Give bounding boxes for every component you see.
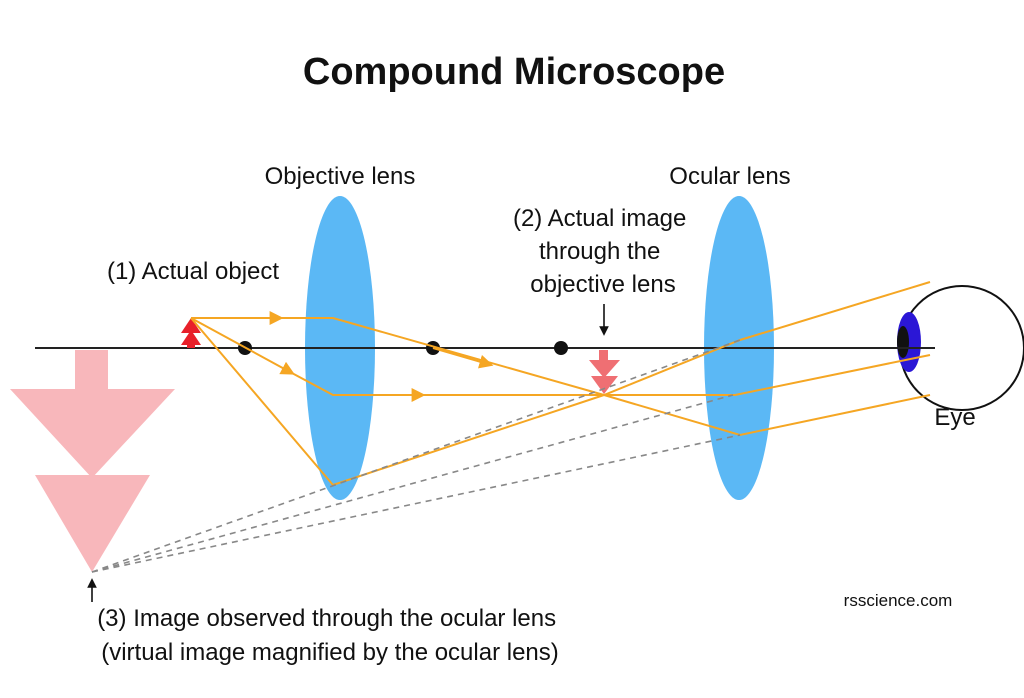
virtual-image-label-line-2: (virtual image magnified by the ocular l… [101,639,559,666]
actual-image-label: (2) Actual image through the objective l… [513,205,693,298]
virtual-image-label: (3) Image observed through the ocular le… [97,605,563,666]
focal-point [554,341,568,355]
virtual-image-arrow [10,350,175,572]
object-arrow [181,318,201,348]
ocular-lens-label: Ocular lens [669,163,790,190]
credit-text: rsscience.com [844,591,953,610]
real-image-arrow [589,350,620,394]
objective-lens-label: Objective lens [265,163,416,190]
pupil [897,326,909,358]
actual-image-label-line-1: (2) Actual image [513,205,686,232]
actual-image-label-line-2: through the [539,238,660,265]
eye-label: Eye [934,404,975,431]
diagram-title: Compound Microscope [303,51,725,93]
virtual-image-label-line-1: (3) Image observed through the ocular le… [97,605,556,632]
virtual-rays [91,339,741,573]
objective-rays [190,281,931,487]
actual-object-label: (1) Actual object [107,258,279,285]
ray-direction-arrow [432,347,494,369]
actual-image-label-line-3: objective lens [530,271,675,298]
